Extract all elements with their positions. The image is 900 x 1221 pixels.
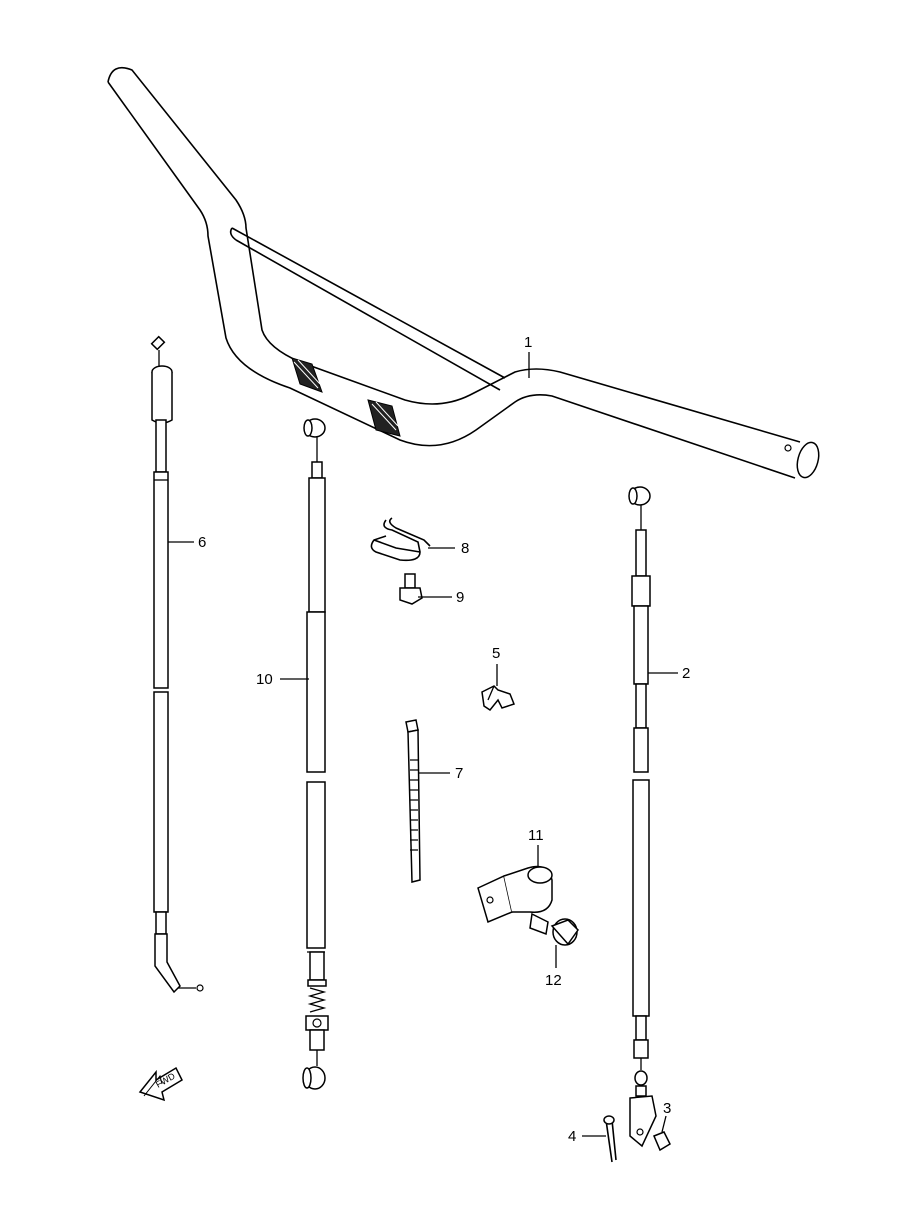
- bracket-11: [477, 845, 553, 924]
- cable-tie-7: [405, 719, 450, 883]
- callout-4: 4: [568, 1128, 576, 1145]
- cable-2: [628, 486, 678, 1148]
- callout-8: 8: [461, 540, 469, 557]
- callout-6: 6: [198, 534, 206, 551]
- callout-12: 12: [545, 972, 562, 989]
- callout-10: 10: [256, 671, 273, 688]
- callout-1: 1: [524, 334, 532, 351]
- cable-10: [280, 418, 329, 1090]
- callout-7: 7: [455, 765, 463, 782]
- callout-2: 2: [682, 665, 690, 682]
- callout-11: 11: [528, 827, 544, 844]
- clamp-8: [370, 517, 455, 562]
- clip-5: [481, 664, 515, 712]
- cable-6: [150, 335, 204, 994]
- knurl-band-right: [367, 399, 401, 437]
- bolt-12: [529, 912, 579, 968]
- handlebar: [107, 66, 820, 479]
- cotter-pin-4: [582, 1115, 617, 1163]
- fwd-arrow-icon: FWD: [138, 1066, 183, 1102]
- callout-3: 3: [663, 1100, 671, 1117]
- callout-9: 9: [456, 589, 464, 606]
- bolt-9: [399, 573, 452, 605]
- knurl-band-left: [291, 357, 323, 393]
- pin-3: [653, 1115, 671, 1152]
- callout-5: 5: [492, 645, 500, 662]
